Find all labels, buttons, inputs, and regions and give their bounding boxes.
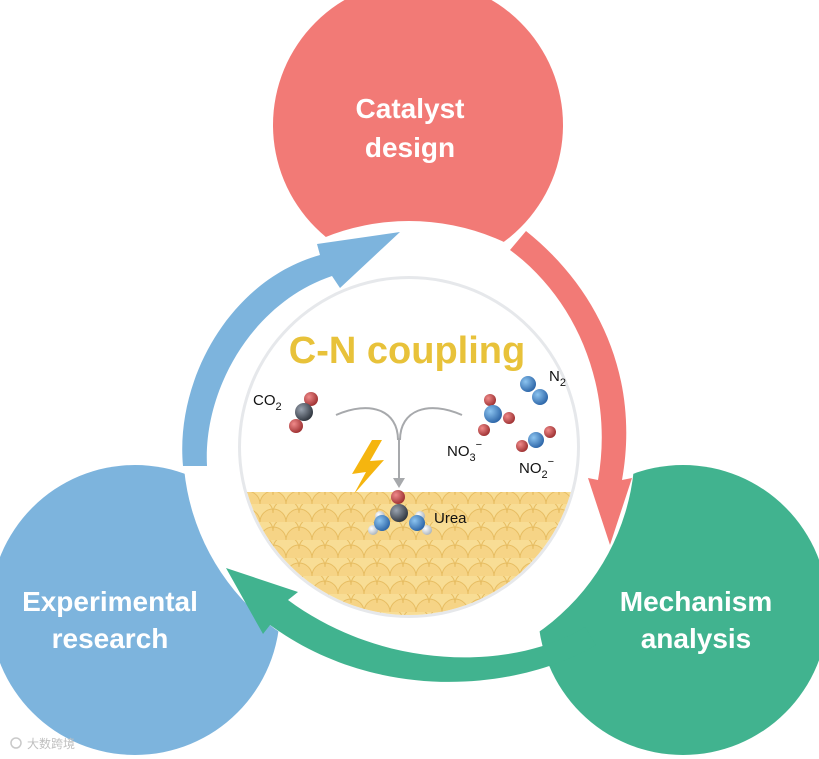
watermark-text: 大数跨境: [27, 736, 75, 751]
no3-label: NO3−: [447, 439, 482, 464]
urea-molecule-icon: [368, 490, 432, 535]
no2-molecule-icon: [516, 426, 556, 452]
no3-molecule-icon: [478, 394, 515, 436]
catalyst-label-line1: Catalyst: [356, 93, 465, 124]
no2-label: NO2−: [519, 456, 554, 481]
co2-molecule-icon: [289, 392, 318, 433]
co2-label: CO2: [253, 392, 282, 413]
catalyst-design-node: [273, 0, 563, 270]
urea-label: Urea: [434, 510, 467, 527]
arrow-experimental-to-catalyst: [182, 232, 400, 466]
watermark: 大数跨境: [10, 736, 75, 751]
experimental-label-line2: research: [52, 623, 169, 654]
flow-line-left: [335, 407, 399, 441]
mechanism-label-line1: Mechanism: [620, 586, 773, 617]
lightning-bolt-icon: [352, 440, 384, 494]
catalyst-label-line2: design: [365, 132, 455, 163]
arrow-catalyst-to-mechanism: [510, 231, 632, 545]
flow-arrowhead: [393, 478, 405, 488]
mechanism-label-line2: analysis: [641, 623, 752, 654]
arrow-mechanism-to-experimental: [226, 568, 596, 682]
flow-line-right: [399, 407, 463, 441]
n2-label: N2: [549, 368, 566, 389]
n2-molecule-icon: [520, 376, 548, 405]
center-title: C-N coupling: [289, 330, 525, 372]
experimental-label-line1: Experimental: [22, 586, 198, 617]
